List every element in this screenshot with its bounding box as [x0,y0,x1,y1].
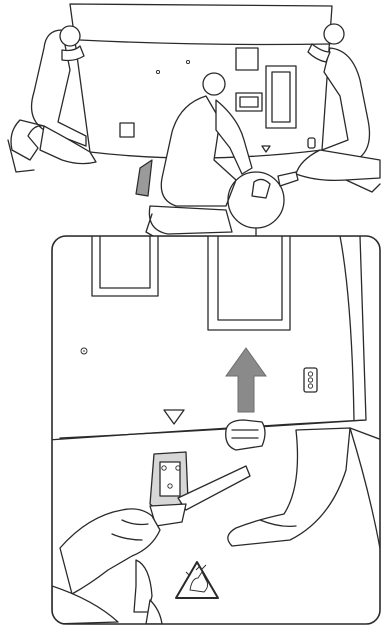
pinch-caution-icon [176,562,218,598]
overview-scene [8,4,380,240]
stand-bracket [150,452,250,526]
side-connector-port [304,368,317,392]
installer-hand [52,509,162,624]
detail-panel [48,236,382,624]
helper-hand [226,420,265,450]
